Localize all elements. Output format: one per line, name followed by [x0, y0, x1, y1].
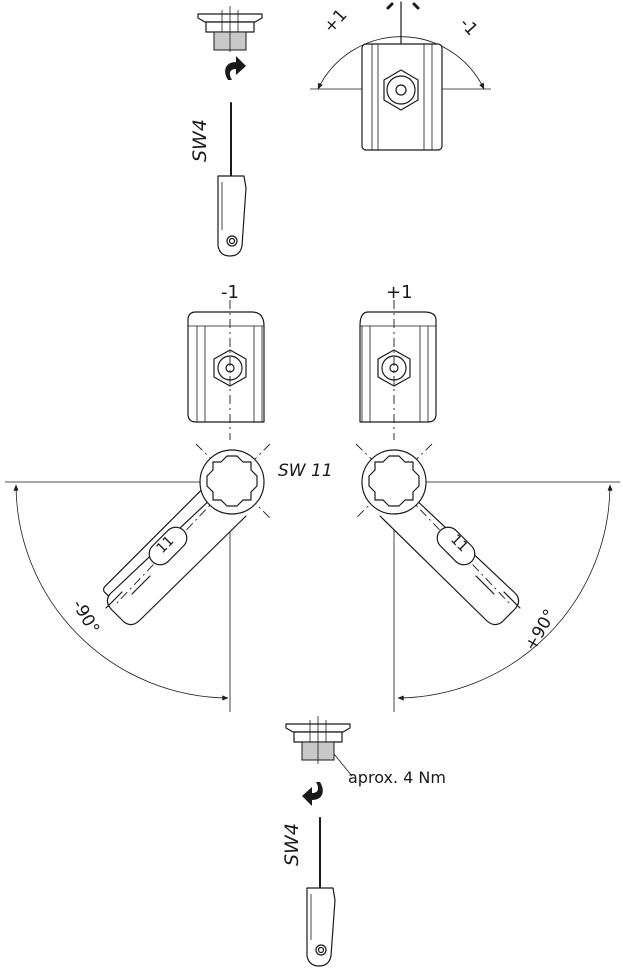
position-minus-one-label: -1 — [221, 282, 239, 303]
hex-key-top-label: SW4 — [189, 119, 211, 162]
rotate-arrow-icon — [225, 56, 246, 80]
rotate-arrow-bottom-icon — [302, 782, 323, 806]
right-angle-arc — [397, 484, 613, 701]
top-angle-view — [310, 1, 491, 151]
block-minus-one — [187, 300, 265, 440]
position-plus-one-label: +1 — [386, 282, 413, 303]
top-lock-nut — [197, 6, 263, 52]
angle-plus-one-label: +1 — [320, 5, 352, 37]
block-plus-one — [359, 300, 437, 440]
wrench-size-label: SW 11 — [278, 461, 333, 481]
left-angle-arc — [13, 484, 229, 701]
torque-label: aprox. 4 Nm — [348, 768, 446, 787]
hex-key-top — [217, 102, 247, 257]
wrench-right — [355, 443, 521, 626]
wrench-left — [102, 443, 271, 626]
hex-key-bottom-label: SW4 — [281, 823, 303, 866]
angle-minus-one-label: -1 — [455, 14, 481, 40]
torque-leader-line — [333, 753, 353, 777]
bottom-lock-nut — [285, 716, 351, 764]
hex-key-bottom — [306, 817, 336, 967]
angle-minus-90-label: -90° — [68, 597, 103, 638]
angle-plus-90-label: +90° — [521, 606, 561, 654]
